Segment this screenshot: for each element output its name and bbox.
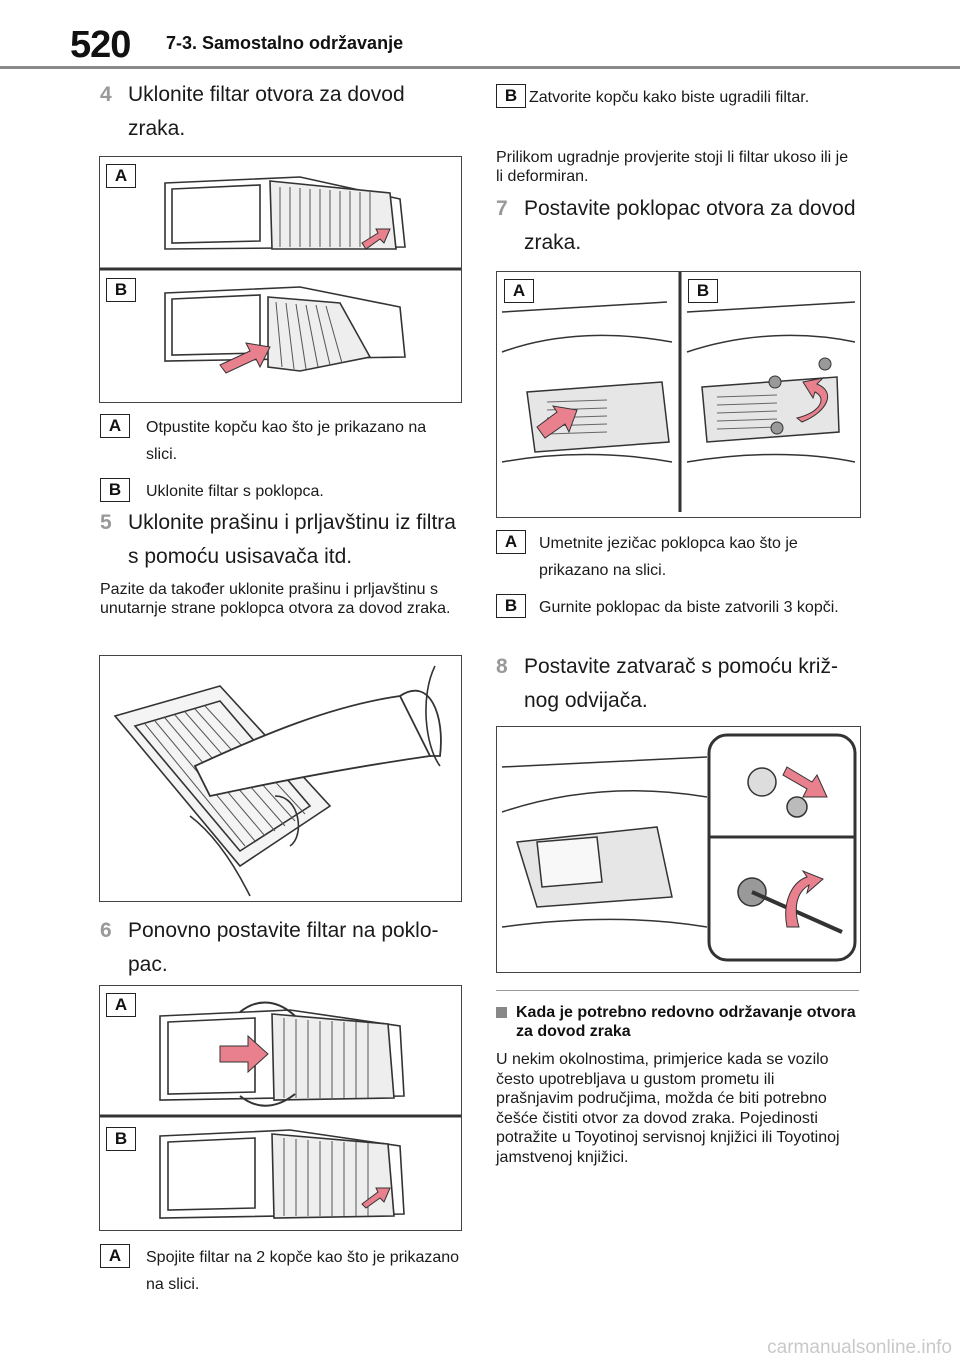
step-4: 4 Uklonite filtar otvora za dovod zraka. [100, 78, 440, 146]
figure-label-a: A [504, 279, 534, 303]
heading-square-icon [496, 1007, 507, 1018]
note-attach-filter: Spojite filtar na 2 kopče kao što je pri… [146, 1249, 460, 1293]
maintenance-paragraph: U nekim okolnostima, primjerice kada se … [496, 1051, 840, 1166]
figure-label-a: A [106, 993, 136, 1017]
note-label-b: B [496, 84, 526, 108]
step-8: 8 Postavite zatvarač s pomoću križ­nog o… [496, 650, 860, 718]
figure-remove-filter [99, 156, 462, 403]
subsection-heading-text: Kada je potrebno redovno održavanje otvo… [516, 1004, 856, 1040]
note-remove-filter: Uklonite filtar s poklopca. [146, 483, 324, 500]
reinstall-illustration [100, 1001, 461, 1219]
filter-removal-illustration [100, 176, 461, 374]
note-label-a: A [496, 530, 526, 554]
step-number: 7 [496, 197, 508, 220]
note-push-cover: Gurnite poklopac da biste zatvorili 3 ko… [539, 599, 839, 616]
figure-vacuum-filter [99, 655, 462, 902]
page-number: 520 [70, 24, 131, 66]
note-label-a: A [100, 414, 130, 438]
figure-label-b: B [688, 279, 718, 303]
install-check-paragraph: Prilikom ugradnje provjerite stoji li fi… [496, 149, 849, 185]
step-7: 7 Postavite poklopac otvora za dovod zra… [496, 192, 856, 260]
step-text: Uklonite filtar otvora za dovod zraka. [128, 83, 405, 140]
step-text: Postavite zatvarač s pomoću križ­nog odv… [524, 655, 838, 712]
note-close-clip: Zatvorite kopču kako biste ugradili fil­… [529, 89, 810, 106]
step-text: Uklonite prašinu i prljavštinu iz fil­tr… [128, 511, 456, 568]
section-title: 7-3. Samostalno održavanje [166, 33, 404, 53]
step-number: 4 [100, 83, 112, 106]
note-insert-tab: Umetnite jezičac poklopca kao što je pri… [539, 535, 798, 579]
figure-reinstall-filter [99, 985, 462, 1231]
note-label-b: B [100, 478, 130, 502]
note-label-a: A [100, 1244, 130, 1268]
vacuum-illustration [113, 665, 442, 897]
cover-install-illustration [501, 272, 856, 512]
note-release-clip: Otpustite kopču kao što je prikazano na … [146, 419, 427, 463]
figure-label-b: B [106, 278, 136, 302]
figure-label-b: B [106, 1127, 136, 1151]
step-text: Ponovno postavite filtar na poklo­pac. [128, 919, 439, 976]
figure-install-cover [496, 271, 861, 518]
header-rule [0, 66, 960, 69]
figure-install-fastener [496, 726, 861, 973]
step-6: 6 Ponovno postavite filtar na poklo­pac. [100, 914, 460, 982]
fastener-illustration [501, 733, 857, 962]
note-label-b: B [496, 594, 526, 618]
step-text: Postavite poklopac otvora za dovod zraka… [524, 197, 856, 254]
step-number: 5 [100, 511, 112, 534]
section-divider [496, 990, 859, 991]
step-5: 5 Uklonite prašinu i prljavštinu iz fil­… [100, 506, 460, 574]
watermark: carmanualsonline.info [767, 1337, 952, 1358]
step-5-paragraph: Pazite da također uklonite prašinu i prl… [100, 581, 451, 617]
subsection-heading: Kada je potrebno redovno održavanje otvo… [496, 1003, 860, 1041]
figure-label-a: A [106, 164, 136, 188]
step-number: 6 [100, 919, 112, 942]
step-number: 8 [496, 655, 508, 678]
